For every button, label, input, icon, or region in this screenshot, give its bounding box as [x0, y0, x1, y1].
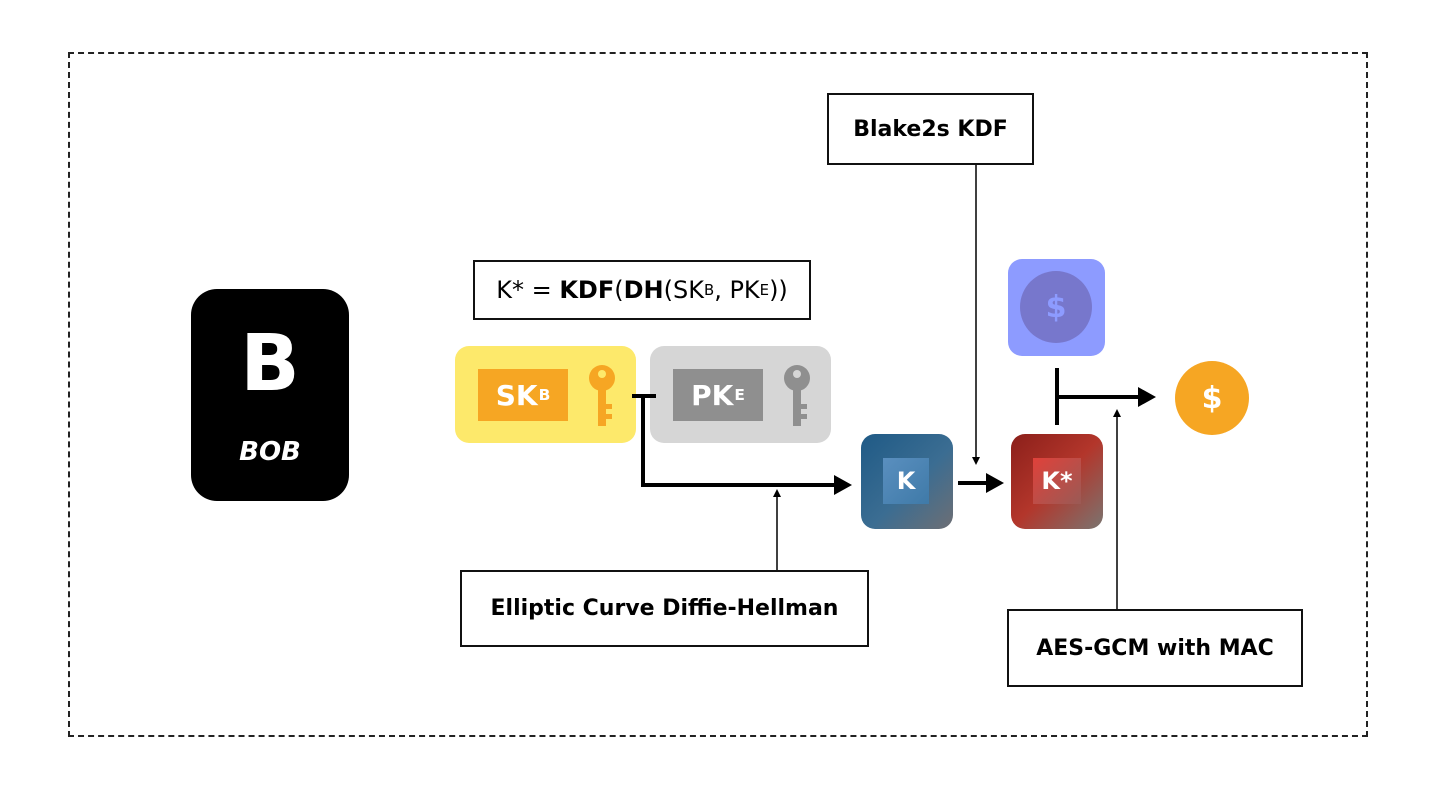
bob-letter: B	[240, 319, 300, 409]
derived-key-tile: K*	[1011, 434, 1103, 529]
encrypt-arrow-head	[1138, 387, 1156, 407]
formula-sub-b: B	[703, 281, 715, 299]
plaintext-tile: $	[1008, 259, 1105, 356]
bob-name: BOB	[239, 437, 301, 467]
ciphertext-coin-icon: $	[1175, 361, 1249, 435]
plaintext-coin-icon: $	[1020, 271, 1092, 343]
dashed-frame	[68, 52, 1368, 737]
formula-close: ))	[769, 276, 788, 304]
formula-sub-e: E	[759, 281, 770, 299]
dh-arrow	[641, 396, 838, 487]
ecdh-arrow-head	[773, 489, 781, 497]
aes-arrow-head	[1113, 409, 1121, 417]
gold-key-icon	[589, 365, 615, 426]
shared-key-label: K	[883, 458, 929, 504]
aes-gcm-label-box: AES-GCM with MAC	[1007, 609, 1303, 687]
formula-prefix: K* =	[496, 276, 560, 304]
blake-arrow-head	[972, 457, 980, 465]
blake-kdf-label-box: Blake2s KDF	[827, 93, 1034, 165]
formula-kdf: KDF	[559, 276, 615, 304]
k-to-kstar-arrow-head	[986, 473, 1004, 493]
gray-key-icon	[784, 365, 810, 426]
ecdh-label-box: Elliptic Curve Diffie-Hellman	[460, 570, 869, 647]
formula-dh: DH	[623, 276, 664, 304]
shared-key-tile: K	[861, 434, 953, 529]
bob-card: B BOB	[191, 289, 349, 501]
dh-arrow-head	[834, 475, 852, 495]
formula-open2: (SK	[663, 276, 704, 304]
formula-open1: (	[614, 276, 624, 304]
formula-mid: , PK	[714, 276, 760, 304]
derived-key-label: K*	[1033, 458, 1081, 504]
